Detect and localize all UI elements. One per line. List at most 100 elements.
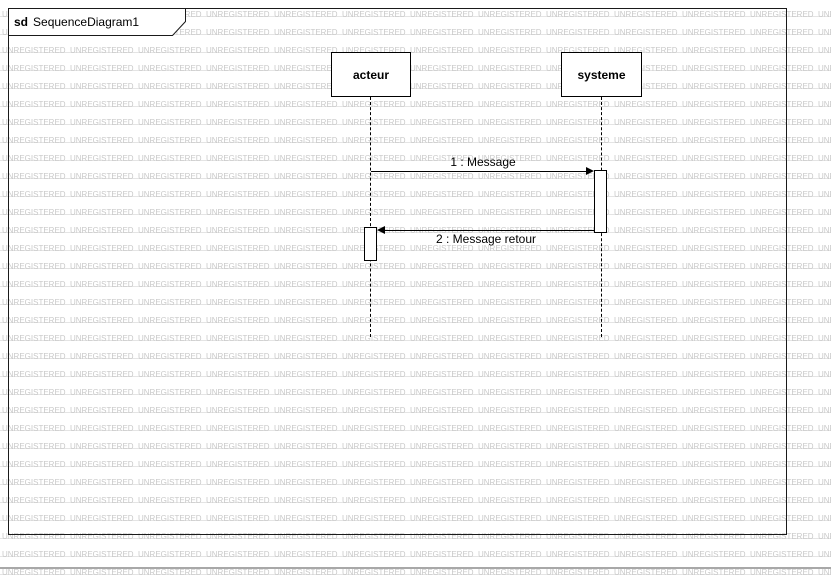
watermark-text: UNREGISTERED — [818, 514, 831, 523]
watermark-text: UNREGISTERED — [410, 532, 474, 541]
watermark-text: UNREGISTERED — [138, 208, 202, 217]
watermark-text: UNREGISTERED — [682, 514, 746, 523]
watermark-text: UNREGISTERED — [682, 82, 746, 91]
message-2-line[interactable] — [385, 230, 594, 231]
watermark-text: UNREGISTERED — [750, 100, 814, 109]
watermark-text: UNREGISTERED — [206, 280, 270, 289]
watermark-text: UNREGISTERED — [138, 118, 202, 127]
watermark-text: UNREGISTERED — [750, 316, 814, 325]
watermark-text: UNREGISTERED — [750, 154, 814, 163]
watermark-text: UNREGISTERED — [138, 442, 202, 451]
watermark-text: UNREGISTERED — [818, 478, 831, 487]
watermark-text: UNREGISTERED — [274, 568, 338, 577]
watermark-text: UNREGISTERED — [274, 262, 338, 271]
watermark-text: UNREGISTERED — [342, 280, 406, 289]
message-1-label[interactable]: 1 : Message — [450, 155, 516, 169]
watermark-text: UNREGISTERED — [2, 298, 66, 307]
message-2-label[interactable]: 2 : Message retour — [435, 232, 537, 246]
lifeline-head-systeme[interactable]: systeme — [561, 52, 642, 97]
watermark-text: UNREGISTERED — [478, 478, 542, 487]
watermark-text: UNREGISTERED — [410, 190, 474, 199]
watermark-text: UNREGISTERED — [410, 496, 474, 505]
watermark-text: UNREGISTERED — [206, 244, 270, 253]
watermark-text: UNREGISTERED — [342, 172, 406, 181]
watermark-text: UNREGISTERED — [138, 262, 202, 271]
watermark-text: UNREGISTERED — [70, 262, 134, 271]
watermark-text: UNREGISTERED — [138, 172, 202, 181]
watermark-text: UNREGISTERED — [750, 262, 814, 271]
watermark-text: UNREGISTERED — [206, 370, 270, 379]
watermark-text: UNREGISTERED — [478, 550, 542, 559]
message-1-line[interactable] — [371, 171, 586, 172]
watermark-text: UNREGISTERED — [546, 10, 610, 19]
watermark-text: UNREGISTERED — [138, 280, 202, 289]
watermark-text: UNREGISTERED — [750, 118, 814, 127]
watermark-text: UNREGISTERED — [546, 100, 610, 109]
lifeline-head-acteur[interactable]: acteur — [331, 52, 411, 97]
watermark-text: UNREGISTERED — [750, 406, 814, 415]
watermark-text: UNREGISTERED — [546, 316, 610, 325]
watermark-text: UNREGISTERED — [682, 190, 746, 199]
watermark-text: UNREGISTERED — [206, 532, 270, 541]
watermark-text: UNREGISTERED — [206, 352, 270, 361]
watermark-text: UNREGISTERED — [342, 46, 406, 55]
watermark-text: UNREGISTERED — [682, 118, 746, 127]
watermark-text: UNREGISTERED — [818, 28, 831, 37]
watermark-text: UNREGISTERED — [818, 64, 831, 73]
watermark-text: UNREGISTERED — [546, 532, 610, 541]
watermark-text: UNREGISTERED — [2, 442, 66, 451]
watermark-text: UNREGISTERED — [818, 82, 831, 91]
frame-title-text: SequenceDiagram1 — [33, 14, 140, 29]
watermark-text: UNREGISTERED — [274, 298, 338, 307]
watermark-text: UNREGISTERED — [70, 442, 134, 451]
watermark-text: UNREGISTERED — [682, 532, 746, 541]
watermark-text: UNREGISTERED — [682, 406, 746, 415]
watermark-text: UNREGISTERED — [818, 550, 831, 559]
watermark-text: UNREGISTERED — [818, 334, 831, 343]
watermark-text: UNREGISTERED — [478, 208, 542, 217]
watermark-text: UNREGISTERED — [614, 208, 678, 217]
watermark-text: UNREGISTERED — [2, 244, 66, 253]
watermark-text: UNREGISTERED — [342, 460, 406, 469]
watermark-text: UNREGISTERED — [70, 136, 134, 145]
watermark-text: UNREGISTERED — [274, 514, 338, 523]
watermark-text: UNREGISTERED — [478, 190, 542, 199]
watermark-text: UNREGISTERED — [138, 64, 202, 73]
watermark-text: UNREGISTERED — [682, 208, 746, 217]
lifeline-name: systeme — [577, 67, 626, 82]
watermark-text: UNREGISTERED — [2, 100, 66, 109]
watermark-text: UNREGISTERED — [274, 190, 338, 199]
watermark-text: UNREGISTERED — [546, 352, 610, 361]
watermark-text: UNREGISTERED — [70, 244, 134, 253]
watermark-text: UNREGISTERED — [206, 10, 270, 19]
watermark-text: UNREGISTERED — [274, 460, 338, 469]
watermark-text: UNREGISTERED — [682, 46, 746, 55]
watermark-text: UNREGISTERED — [206, 460, 270, 469]
watermark-text: UNREGISTERED — [274, 370, 338, 379]
activation-acteur[interactable] — [364, 227, 377, 261]
watermark-text: UNREGISTERED — [2, 496, 66, 505]
lifeline-acteur[interactable] — [370, 97, 371, 337]
watermark-text: UNREGISTERED — [138, 496, 202, 505]
watermark-text: UNREGISTERED — [750, 388, 814, 397]
watermark-text: UNREGISTERED — [818, 460, 831, 469]
watermark-text: UNREGISTERED — [206, 568, 270, 577]
watermark-text: UNREGISTERED — [342, 10, 406, 19]
watermark-text: UNREGISTERED — [138, 352, 202, 361]
watermark-text: UNREGISTERED — [2, 550, 66, 559]
watermark-text: UNREGISTERED — [70, 334, 134, 343]
watermark-text: UNREGISTERED — [478, 370, 542, 379]
watermark-text: UNREGISTERED — [750, 334, 814, 343]
activation-systeme[interactable] — [594, 170, 607, 233]
watermark-text: UNREGISTERED — [410, 244, 474, 253]
frame-title[interactable]: sd SequenceDiagram1 — [14, 8, 139, 35]
watermark-text: UNREGISTERED — [138, 226, 202, 235]
sequence-frame[interactable] — [8, 8, 787, 535]
watermark-text: UNREGISTERED — [2, 64, 66, 73]
watermark-text: UNREGISTERED — [682, 244, 746, 253]
watermark-text: UNREGISTERED — [614, 136, 678, 145]
watermark-text: UNREGISTERED — [682, 496, 746, 505]
watermark-text: UNREGISTERED — [410, 82, 474, 91]
watermark-text: UNREGISTERED — [410, 478, 474, 487]
watermark-text: UNREGISTERED — [546, 28, 610, 37]
